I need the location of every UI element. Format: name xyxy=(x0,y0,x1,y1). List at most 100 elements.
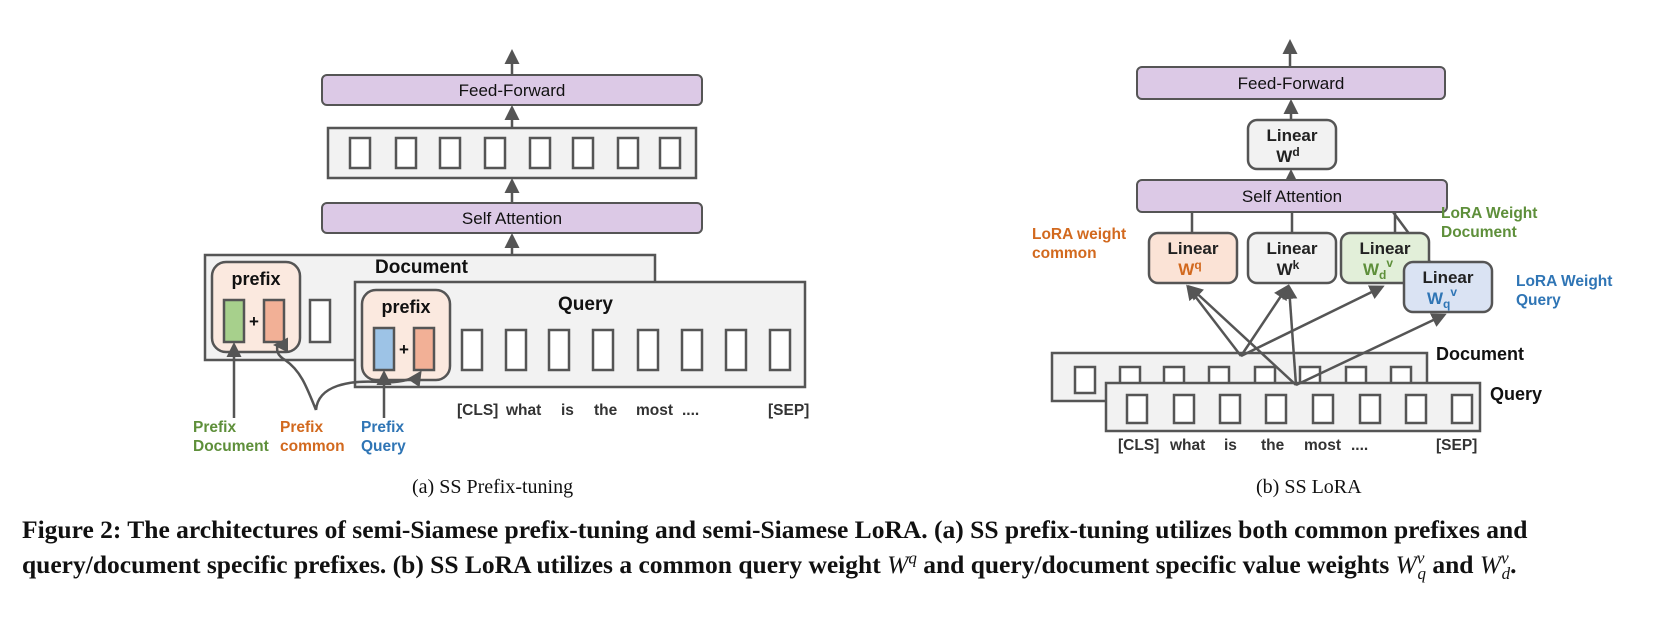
token-label: is xyxy=(1224,437,1237,454)
token-cell xyxy=(616,136,640,170)
self-attention-label: Self Attention xyxy=(462,209,562,228)
common-prefix-vector xyxy=(412,326,436,372)
wk-label: Wk xyxy=(1277,258,1300,279)
lora-panel: Feed-Forward Linear Wd Self Attention Li… xyxy=(1032,39,1612,454)
token-cell xyxy=(768,328,792,372)
legend-prefix-common-line2: common xyxy=(280,438,345,455)
lora-input-arrows xyxy=(1186,284,1447,387)
arrow-doc-to-wq xyxy=(1186,284,1242,357)
token-cell xyxy=(1218,393,1242,425)
token-label: the xyxy=(594,402,618,419)
token-cell xyxy=(571,136,595,170)
token-cell xyxy=(1450,393,1474,425)
token-cell xyxy=(1358,393,1382,425)
token-cell xyxy=(636,328,660,372)
token-label: .... xyxy=(1351,437,1368,454)
arrow-query-to-wqv xyxy=(1295,313,1447,387)
document-prefix-label: prefix xyxy=(231,269,280,289)
hidden-state-cells xyxy=(348,136,682,170)
document-label: Document xyxy=(1436,344,1524,364)
math-wq: Wq xyxy=(887,548,917,580)
arrow-query-to-wk xyxy=(1282,284,1298,386)
legend-prefix-common-line1: Prefix xyxy=(280,419,323,436)
common-prefix-vector xyxy=(262,298,286,344)
token-label: most xyxy=(1304,437,1341,454)
query-prefix-vector xyxy=(372,326,396,372)
token-label: is xyxy=(561,402,574,419)
token-cell xyxy=(547,328,571,372)
prefix-tuning-panel: Feed-Forward Self Attention Document pre… xyxy=(193,49,809,455)
token-label: [SEP] xyxy=(768,402,809,419)
wq-label: Wq xyxy=(1178,258,1201,279)
linear-wqv-box xyxy=(1402,260,1494,314)
lora-document-line2: Document xyxy=(1441,224,1517,241)
token-cell xyxy=(348,136,372,170)
token-cell xyxy=(308,298,332,344)
token-cell xyxy=(438,136,462,170)
linear-label: Linear xyxy=(1167,239,1218,258)
arrow-doc-to-wk xyxy=(1239,284,1289,357)
token-cell xyxy=(658,136,682,170)
token-cell xyxy=(1073,365,1097,395)
caption-part: Figure 2: The architectures of semi-Siam… xyxy=(22,515,1528,579)
linear-label: Linear xyxy=(1266,126,1317,145)
linear-label: Linear xyxy=(1266,239,1317,258)
token-label: what xyxy=(505,402,541,419)
figure-caption: Figure 2: The architectures of semi-Siam… xyxy=(22,512,1662,582)
self-attention-label: Self Attention xyxy=(1242,187,1342,206)
lora-common-line1: LoRA weight xyxy=(1032,226,1126,243)
query-prefix-label: prefix xyxy=(381,297,430,317)
caption-part: and query/document specific value weight… xyxy=(916,550,1396,579)
legend-prefix-query-line2: Query xyxy=(361,438,406,455)
token-cell xyxy=(724,328,748,372)
token-cell xyxy=(1172,393,1196,425)
subcaption-a: (a) SS Prefix-tuning xyxy=(412,476,574,498)
token-cell xyxy=(528,136,552,170)
lora-document-line1: LoRA Weight xyxy=(1441,205,1537,222)
query-token-cells xyxy=(1125,393,1474,425)
common-prefix-arrow-doc xyxy=(273,337,318,411)
linear-label: Linear xyxy=(1422,268,1473,287)
legend-prefix-document-line2: Document xyxy=(193,438,269,455)
left-token-labels: [CLS] what is the most .... [SEP] xyxy=(457,402,809,419)
subcaption-b: (b) SS LoRA xyxy=(1256,476,1362,498)
token-cell xyxy=(394,136,418,170)
token-label: [CLS] xyxy=(457,402,498,419)
common-prefix-arrow-query xyxy=(314,370,422,411)
token-cell xyxy=(591,328,615,372)
feed-forward-label: Feed-Forward xyxy=(1238,74,1345,93)
plus-sign: + xyxy=(249,312,259,331)
lora-query-line1: LoRA Weight xyxy=(1516,273,1612,290)
hidden-states-box xyxy=(326,126,698,180)
wdv-label: Wdv xyxy=(1363,256,1393,282)
lora-query-line2: Query xyxy=(1516,292,1561,309)
token-cell xyxy=(1125,393,1149,425)
query-label: Query xyxy=(1490,384,1542,404)
arrow-doc-to-wdv xyxy=(1240,285,1385,358)
wd-label: Wd xyxy=(1276,145,1299,166)
token-cell xyxy=(483,136,507,170)
token-label: what xyxy=(1169,437,1205,454)
token-label: [CLS] xyxy=(1118,437,1159,454)
token-cell xyxy=(504,328,528,372)
token-cell xyxy=(1311,393,1335,425)
arrow-query-to-wq xyxy=(1187,284,1297,386)
wqv-label: Wqv xyxy=(1427,285,1457,311)
token-label: .... xyxy=(682,402,699,419)
token-cell xyxy=(460,328,484,372)
caption-part: . xyxy=(1510,550,1517,579)
query-label: Query xyxy=(558,294,613,315)
token-label: most xyxy=(636,402,673,419)
query-token-cells xyxy=(460,328,792,372)
token-cell xyxy=(1264,393,1288,425)
math-wvq: Wvq xyxy=(1395,548,1426,584)
math-wvd: Wvd xyxy=(1479,548,1511,584)
lora-common-line2: common xyxy=(1032,245,1097,262)
legend-prefix-document-line1: Prefix xyxy=(193,419,236,436)
linear-wk-box xyxy=(1246,231,1338,285)
token-cell xyxy=(1404,393,1428,425)
linear-label: Linear xyxy=(1359,239,1410,258)
token-cell xyxy=(680,328,704,372)
